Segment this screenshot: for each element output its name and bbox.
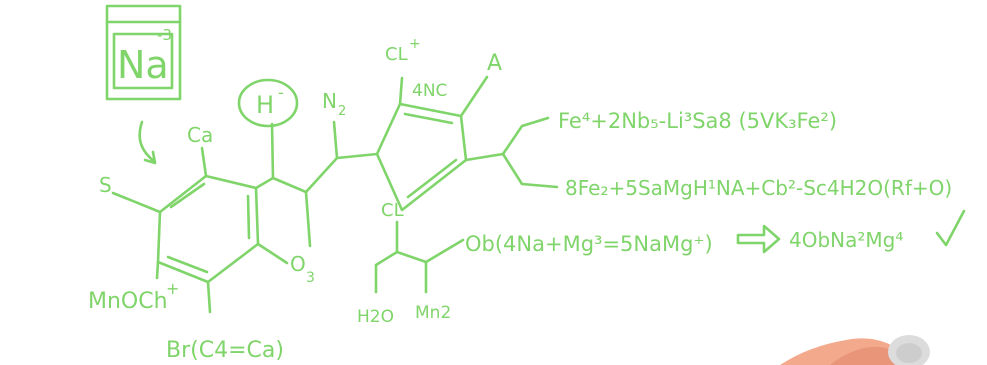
bond-mn-equation	[424, 238, 465, 264]
mn2-label: Mn2	[415, 303, 451, 323]
cl-lower-label: CL	[381, 200, 404, 221]
bond-chain-b	[304, 156, 339, 194]
o3-label: O	[290, 252, 306, 276]
equation-line-1: Fe⁴+2Nb₅-Li³Sa8 (5VK₃Fe²)	[558, 109, 837, 133]
mnoch-charge: +	[166, 279, 179, 298]
na-box	[105, 4, 182, 101]
bond-strokes	[105, 4, 966, 314]
five-ring	[375, 102, 468, 212]
bond-down-mn	[395, 250, 428, 264]
cl-plus-charge: +	[409, 36, 421, 52]
cl-plus-label: CL	[385, 44, 408, 65]
bond-ring2-branch	[464, 152, 505, 162]
ca-label: Ca	[187, 123, 213, 147]
s-label: S	[99, 173, 112, 197]
finger-icon	[780, 335, 930, 365]
branch-top	[501, 116, 550, 156]
equation-result: 4ObNa²Mg⁴	[789, 228, 903, 252]
na-label: Na	[117, 43, 169, 87]
pen-tip-inner	[896, 343, 922, 363]
bond-chain-h	[270, 122, 275, 180]
bond-ring-chain	[254, 176, 275, 190]
bond-chain-a	[271, 176, 308, 194]
label-layer: Na -3 H - Ca S O 3 MnOCh + Br(C4=Ca) N 2…	[88, 26, 952, 363]
ring-inner-bond-3	[166, 255, 209, 274]
implies-arrow-icon	[736, 224, 781, 254]
bond-down-h2o	[374, 250, 399, 267]
na-box-inner	[112, 32, 174, 90]
four-nc-label: 4NC	[412, 81, 447, 101]
h-minus-circle	[237, 78, 299, 128]
mnoch-label: MnOCh	[88, 289, 168, 314]
o3-subscript: 3	[306, 270, 315, 286]
checkmark-icon	[935, 209, 966, 247]
finger-shade	[830, 346, 906, 365]
h-minus-label: H	[256, 91, 274, 119]
equation-line-3: Ob(4Na+Mg³=5NaMg⁺)	[465, 232, 713, 256]
n2-label: N	[322, 89, 337, 113]
bond-chain-ring2	[335, 152, 379, 160]
h2o-label: H2O	[357, 307, 394, 327]
br-label: Br(C4=Ca)	[166, 338, 284, 363]
h-minus-charge: -	[278, 83, 284, 102]
five-ring-inner-1	[403, 112, 454, 125]
bond-ring2-a	[459, 75, 489, 118]
a-label: A	[487, 51, 502, 76]
bond-chain-n2	[332, 120, 339, 160]
bond-ring-br	[206, 280, 212, 314]
curved-arrow-icon	[138, 120, 157, 165]
bond-ring2-cl	[398, 76, 404, 106]
na-charge: -3	[157, 26, 172, 44]
bond-ring-ca	[200, 146, 208, 178]
ring-inner-bond-1	[169, 182, 206, 209]
bond-ring-mnoch	[155, 260, 160, 280]
bond-ring-o3	[256, 242, 289, 265]
branch-bottom	[501, 152, 559, 189]
five-ring-inner-2	[406, 158, 458, 199]
bond-chain-o	[304, 190, 312, 248]
n2-subscript: 2	[338, 104, 346, 119]
equation-line-2: 8Fe₂+5SaMgH¹NA+Cb²-Sc4H2O(Rf+O)	[565, 176, 952, 200]
bond-ring-s	[111, 191, 162, 214]
ring-inner-bond-2	[246, 194, 251, 240]
